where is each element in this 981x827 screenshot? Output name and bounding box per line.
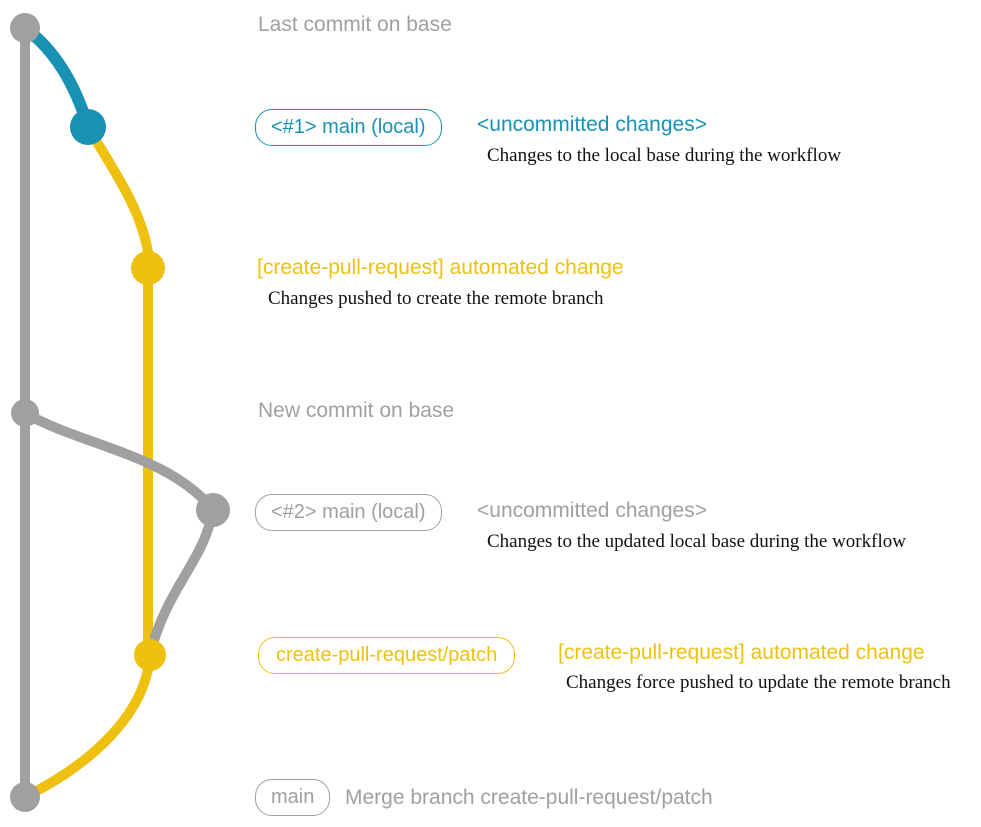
description-force-push-update-branch: Changes force pushed to update the remot… bbox=[566, 672, 951, 693]
commit-node-automated-1 bbox=[131, 251, 165, 285]
annotation-automated-change-1: [create-pull-request] automated change bbox=[257, 256, 624, 279]
branch-badge-create-pull-request-patch: create-pull-request/patch bbox=[258, 637, 516, 674]
branch-badge-main: main bbox=[255, 779, 331, 816]
commit-node-merge bbox=[10, 782, 40, 812]
branch-badge-main-local-1: <#1> main (local) bbox=[255, 109, 442, 146]
branch-badge-main-local-2: <#2> main (local) bbox=[255, 494, 442, 531]
merge-curve bbox=[20, 650, 155, 802]
remote-branch-line bbox=[83, 122, 153, 660]
annotation-uncommitted-changes-2: <uncommitted changes> bbox=[477, 499, 707, 522]
commit-node-new-base bbox=[11, 399, 39, 427]
annotation-uncommitted-changes-1: <uncommitted changes> bbox=[477, 113, 707, 136]
commit-node-local-1 bbox=[70, 109, 106, 145]
description-local-base-changes: Changes to the local base during the wor… bbox=[487, 145, 842, 166]
label-last-commit-on-base: Last commit on base bbox=[258, 13, 452, 36]
label-new-commit-on-base: New commit on base bbox=[258, 399, 455, 422]
description-push-create-branch: Changes pushed to create the remote bran… bbox=[268, 288, 604, 309]
commit-node-local-2 bbox=[196, 493, 230, 527]
commit-node-last-base bbox=[10, 13, 40, 43]
rebase-curve bbox=[20, 408, 218, 515]
annotation-merge-branch: Merge branch create-pull-request/patch bbox=[345, 786, 713, 809]
commit-node-automated-2 bbox=[134, 639, 166, 671]
annotation-automated-change-2: [create-pull-request] automated change bbox=[558, 641, 925, 664]
force-push-curve bbox=[145, 505, 218, 660]
description-updated-local-base-changes: Changes to the updated local base during… bbox=[487, 531, 906, 552]
